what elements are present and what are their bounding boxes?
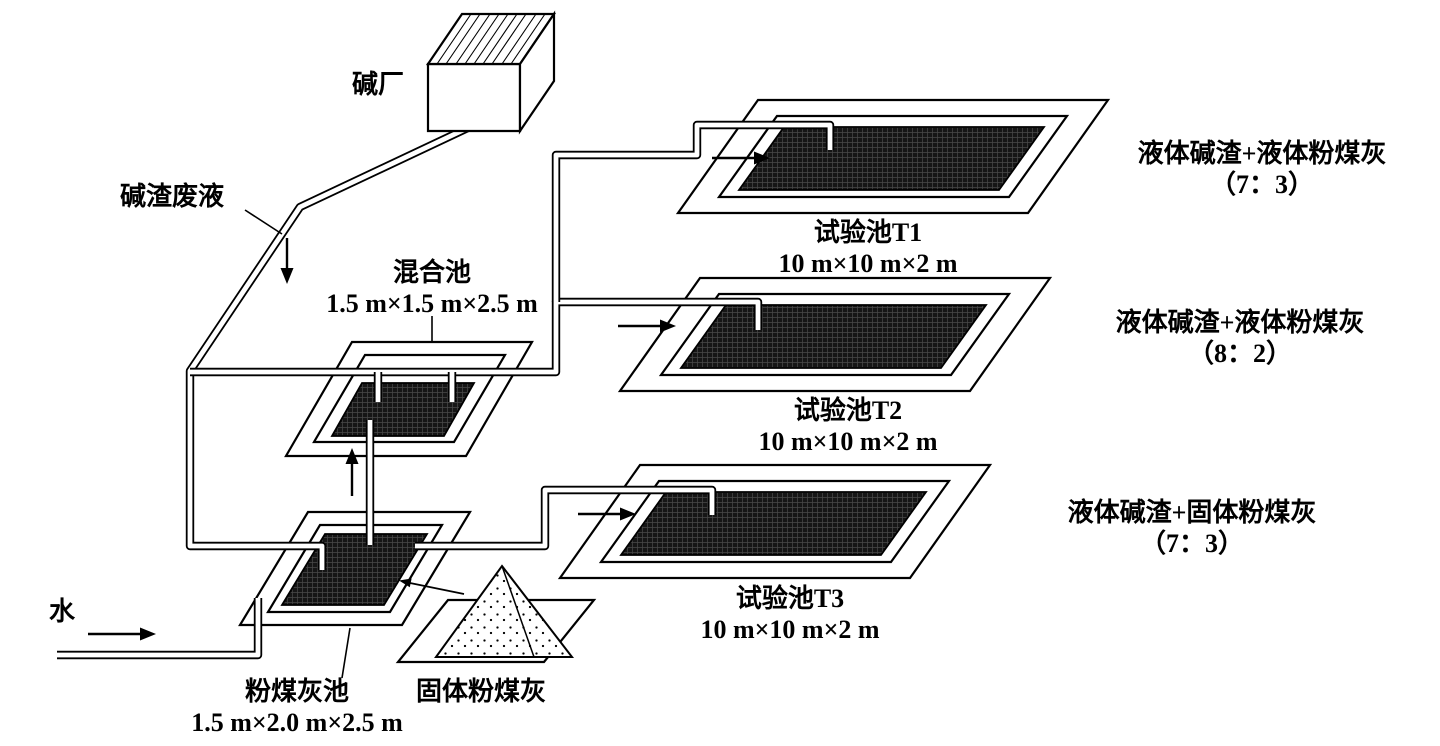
- test-pool-1-mix-label: 液体碱渣+液体粉煤灰 （7：3）: [1138, 138, 1387, 200]
- pipes: [57, 120, 835, 660]
- factory-label: 碱厂: [351, 70, 405, 99]
- test-pool-2-label: 试验池T2 10 m×10 m×2 m: [758, 395, 937, 457]
- test-pool-3-mix: 液体碱渣+固体粉煤灰: [1067, 498, 1317, 527]
- flyash-pool-label: 粉煤灰池 1.5 m×2.0 m×2.5 m: [191, 676, 403, 738]
- mixing-pool-dims: 1.5 m×1.5 m×2.5 m: [326, 289, 538, 318]
- test-pool-3-shape: [557, 463, 993, 580]
- test-pool-1-ratio: （7：3）: [1209, 170, 1315, 199]
- waste-line-label: 碱渣废液: [119, 182, 225, 211]
- test-pool-2-shape: [617, 276, 1053, 393]
- test-pool-2-mix-label: 液体碱渣+液体粉煤灰 （8：2）: [1116, 307, 1365, 369]
- arrow-solid-flyash-to-pool: [399, 578, 465, 595]
- solid-flyash-pile: [395, 564, 597, 664]
- flow-arrow-waste-down: [280, 238, 294, 284]
- pipe-water: [57, 598, 263, 660]
- test-pool-3-name: 试验池T3: [735, 584, 845, 613]
- waste-label-leader: [244, 209, 283, 235]
- test-pool-2-ratio: （8：2）: [1187, 339, 1293, 368]
- flow-arrow-t2: [618, 319, 676, 333]
- flyash-pyramid-edge: [501, 565, 535, 658]
- flow-arrow-t3: [578, 507, 636, 521]
- test-pool-1-mix: 液体碱渣+液体粉煤灰: [1137, 139, 1387, 168]
- pipe-t3-feed: [415, 485, 717, 551]
- mixing-pool-name: 混合池: [392, 258, 472, 287]
- test-pool-1-shape: [675, 98, 1111, 215]
- factory-roof-hatch: [436, 13, 546, 65]
- factory-box: [425, 10, 557, 135]
- flow-arrows: [88, 151, 770, 641]
- test-pool-3-dims: 10 m×10 m×2 m: [700, 615, 880, 644]
- flyash-pyramid: [434, 564, 575, 658]
- test-pool-2-name: 试验池T2: [793, 396, 903, 425]
- flyash-pool-shape: [238, 510, 472, 627]
- water-label: 水: [48, 597, 76, 626]
- test-pool-2-mix: 液体碱渣+液体粉煤灰: [1115, 308, 1365, 337]
- flyash-pool-name: 粉煤灰池: [244, 677, 350, 706]
- test-pool-3-ratio: （7：3）: [1139, 529, 1245, 558]
- mixing-pool-shape: [284, 340, 534, 458]
- pipe-waste-main: [185, 122, 474, 570]
- flow-arrow-water: [88, 627, 156, 641]
- test-pool-3-label: 试验池T3 10 m×10 m×2 m: [700, 583, 879, 645]
- flyash-label-leader: [341, 627, 351, 679]
- solid-flyash-label: 固体粉煤灰: [415, 677, 547, 706]
- test-pool-1-name: 试验池T1: [813, 218, 923, 247]
- test-pool-1-label: 试验池T1 10 m×10 m×2 m: [778, 217, 957, 279]
- flow-arrow-riser-up: [345, 448, 359, 496]
- flow-arrow-t1: [712, 151, 770, 165]
- test-pool-3-mix-label: 液体碱渣+固体粉煤灰 （7：3）: [1068, 497, 1317, 559]
- pipe-t1-feed: [551, 120, 835, 302]
- mixing-pool-label: 混合池 1.5 m×1.5 m×2.5 m: [326, 257, 538, 319]
- leader-lines: [244, 209, 433, 679]
- flyash-pool-dims: 1.5 m×2.0 m×2.5 m: [191, 708, 403, 737]
- test-pool-2-dims: 10 m×10 m×2 m: [758, 427, 938, 456]
- test-pool-1-dims: 10 m×10 m×2 m: [778, 249, 958, 278]
